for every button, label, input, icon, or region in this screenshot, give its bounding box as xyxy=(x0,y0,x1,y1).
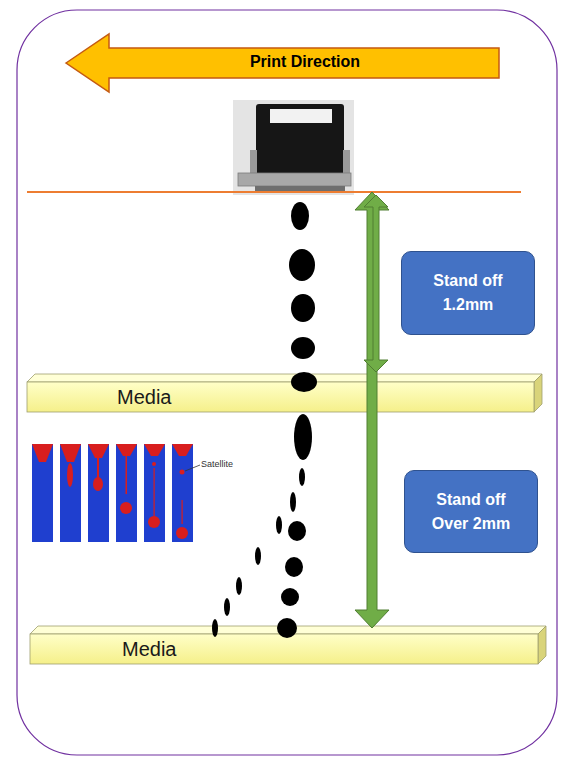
direction-text: Print Direction xyxy=(109,53,501,71)
ink-drops xyxy=(212,202,317,638)
standoff-box: Stand off Over 2mm xyxy=(404,470,538,553)
media-text: Media xyxy=(117,386,171,409)
nozzle-plate-line xyxy=(27,191,521,193)
media-text: Media xyxy=(122,638,176,661)
printhead-photo xyxy=(233,100,354,195)
satellite-inset xyxy=(27,440,234,547)
standoff-text: Stand off 1.2mm xyxy=(424,269,512,317)
satellite-label: Satellite xyxy=(201,459,233,469)
standoff-arrows xyxy=(355,192,389,628)
media-bar: Media xyxy=(27,374,542,412)
frame xyxy=(17,10,557,755)
media-bar-shape xyxy=(27,374,542,412)
standoff-box: Stand off 1.2mm xyxy=(401,251,535,335)
standoff-text: Stand off Over 2mm xyxy=(427,488,515,536)
direction-arrow: Print Direction xyxy=(65,33,501,93)
